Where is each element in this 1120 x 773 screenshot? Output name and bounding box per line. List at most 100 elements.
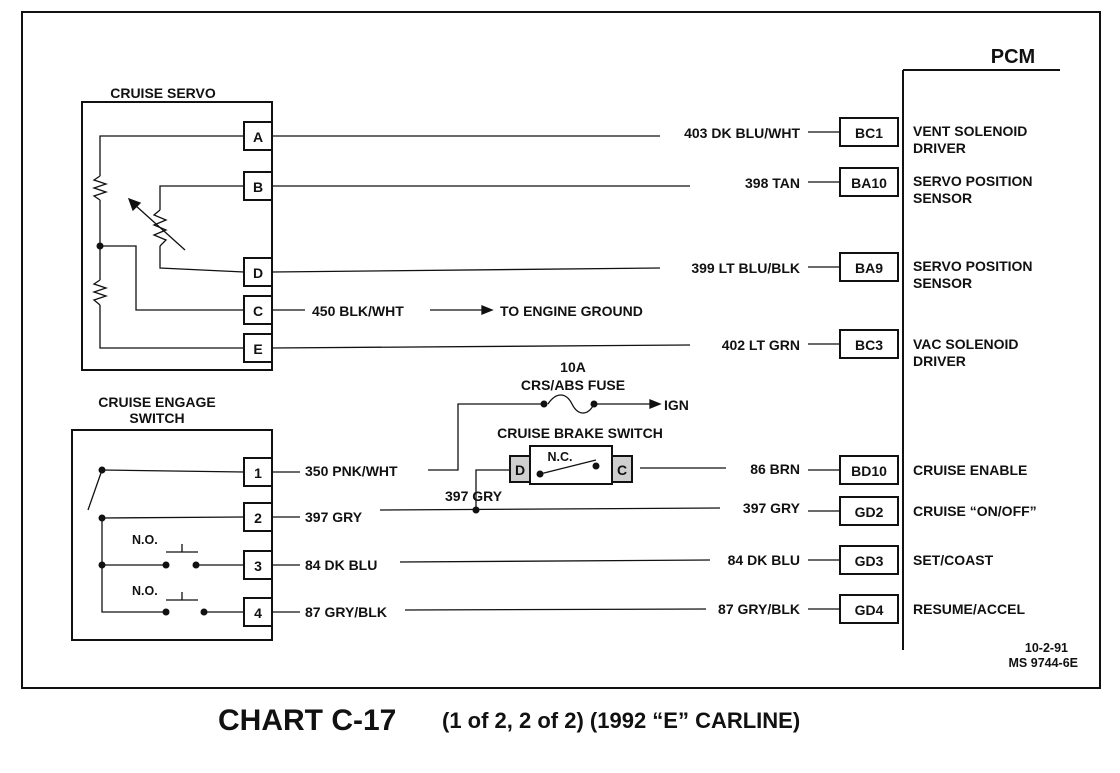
resistor-top [91,175,109,201]
brake-contact-dot-right [592,462,600,470]
servo-pin-d: D [253,265,263,281]
servo-pin-c: C [253,303,263,319]
wire-label-87-left: 87 GRY/BLK [305,604,387,620]
wire-84-b [399,559,711,563]
engage-dot-3 [98,561,106,569]
wire-350-b [428,403,544,471]
to-engine-ground: TO ENGINE GROUND [500,303,643,319]
brake-nc-label: N.C. [548,450,573,464]
brake-terminal-c [611,455,633,483]
wire-label-84-right: 84 DK BLU [728,552,800,568]
no-label-4: N.O. [132,584,158,598]
engage-internal-2 [101,516,245,519]
pcm-fn-bc1-l2: DRIVER [913,140,966,156]
pcm-pin-gd3: GD3 [855,553,884,569]
pcm-fn-bc3-l2: DRIVER [913,353,966,369]
pot-arrow-shaft [134,204,186,251]
wire-label-397-right: 397 GRY [743,500,801,516]
engage-pin-3: 3 [254,558,262,574]
resistor-bottom [91,279,109,306]
fuse-rating: 10A [560,359,586,375]
chart-subtitle: (1 of 2, 2 of 2) (1992 “E” CARLINE) [442,708,800,733]
wire-label-86: 86 BRN [750,461,800,477]
wire-label-350: 350 PNK/WHT [305,463,398,479]
wire-label-397-left: 397 GRY [305,509,363,525]
pcm-fn-gd2: CRUISE “ON/OFF” [913,503,1037,519]
fuse-dot-left [540,400,548,408]
ign-arrow [649,399,662,409]
wire-label-398: 398 TAN [745,175,800,191]
wire-label-87-right: 87 GRY/BLK [718,601,800,617]
wire-87-b [404,608,707,611]
engage-pin-2: 2 [254,510,262,526]
pcm-pin-bc3: BC3 [855,337,883,353]
engage-dot-4b [200,608,208,616]
brake-terminal-d [509,455,531,483]
wire-397-branch [475,469,510,510]
pcm-pin-gd4: GD4 [855,602,884,618]
engage-dot-3b [192,561,200,569]
pcm-pin-bc1: BC1 [855,125,883,141]
pcm-fn-bc3-l1: VAC SOLENOID [913,336,1019,352]
servo-box [81,101,273,371]
engage-label-line1: CRUISE ENGAGE [98,394,215,410]
pcm-fn-ba9-l1: SERVO POSITION [913,258,1033,274]
engage-dot-1 [98,466,106,474]
servo-internal-a [99,135,244,176]
pcm-fn-gd3: SET/COAST [913,552,994,568]
pcm-fn-gd4: RESUME/ACCEL [913,601,1025,617]
wire-label-403: 403 DK BLU/WHT [684,125,800,141]
servo-internal-d [159,246,245,273]
servo-pin-b: B [253,179,263,195]
brake-pin-c: C [617,462,627,478]
wire-label-402: 402 LT GRN [722,337,800,353]
servo-internal-e [99,305,244,349]
pcm-pin-ba10: BA10 [851,175,887,191]
engage-pin-4: 4 [254,605,262,621]
servo-label: CRUISE SERVO [110,85,216,101]
pcm-pin-bd10: BD10 [851,463,887,479]
wire-397-b [379,507,721,511]
pcm-fn-bd10: CRUISE ENABLE [913,462,1027,478]
wire-label-450: 450 BLK/WHT [312,303,404,319]
engage-switch-blade [87,469,103,511]
servo-internal-b [159,185,244,210]
wire-label-397-branch: 397 GRY [445,488,503,504]
pcm-pin-gd2: GD2 [855,504,884,520]
chart-title: CHART C-17 [218,704,396,737]
fuse-name: CRS/ABS FUSE [521,377,625,393]
engage-internal-1 [101,469,245,473]
splice-397-dot [472,506,480,514]
wire-399 [271,267,661,273]
pot-arrow-head [127,197,142,212]
ign-label: IGN [664,397,689,413]
servo-pin-e: E [253,341,262,357]
ground-arrow [481,305,494,315]
outer-frame [21,11,1101,689]
brake-switch-label: CRUISE BRAKE SWITCH [497,425,663,441]
servo-junction-dot [96,242,104,250]
wire-402 [271,344,691,349]
fuse-dot-right [590,400,598,408]
brake-switch-blade [539,459,597,475]
drawing-date: 10-2-91 [1025,641,1068,655]
wire-label-84-left: 84 DK BLU [305,557,377,573]
brake-contact-dot-left [536,470,544,478]
pcm-label: PCM [991,46,1035,68]
pcm-fn-ba9-l2: SENSOR [913,275,972,291]
engage-dot-4a [162,608,170,616]
fuse-element [547,394,595,414]
wire-label-399: 399 LT BLU/BLK [691,260,800,276]
servo-internal-c [100,245,244,311]
no-label-3: N.O. [132,533,158,547]
engage-label-line2: SWITCH [129,410,184,426]
pcm-fn-bc1-l1: VENT SOLENOID [913,123,1027,139]
engage-switch-box [71,429,273,641]
drawing-number: MS 9744-6E [1009,656,1078,670]
servo-pin-a: A [253,129,263,145]
pcm-pin-ba9: BA9 [855,260,883,276]
engage-pin-1: 1 [254,465,262,481]
brake-pin-d: D [515,462,525,478]
